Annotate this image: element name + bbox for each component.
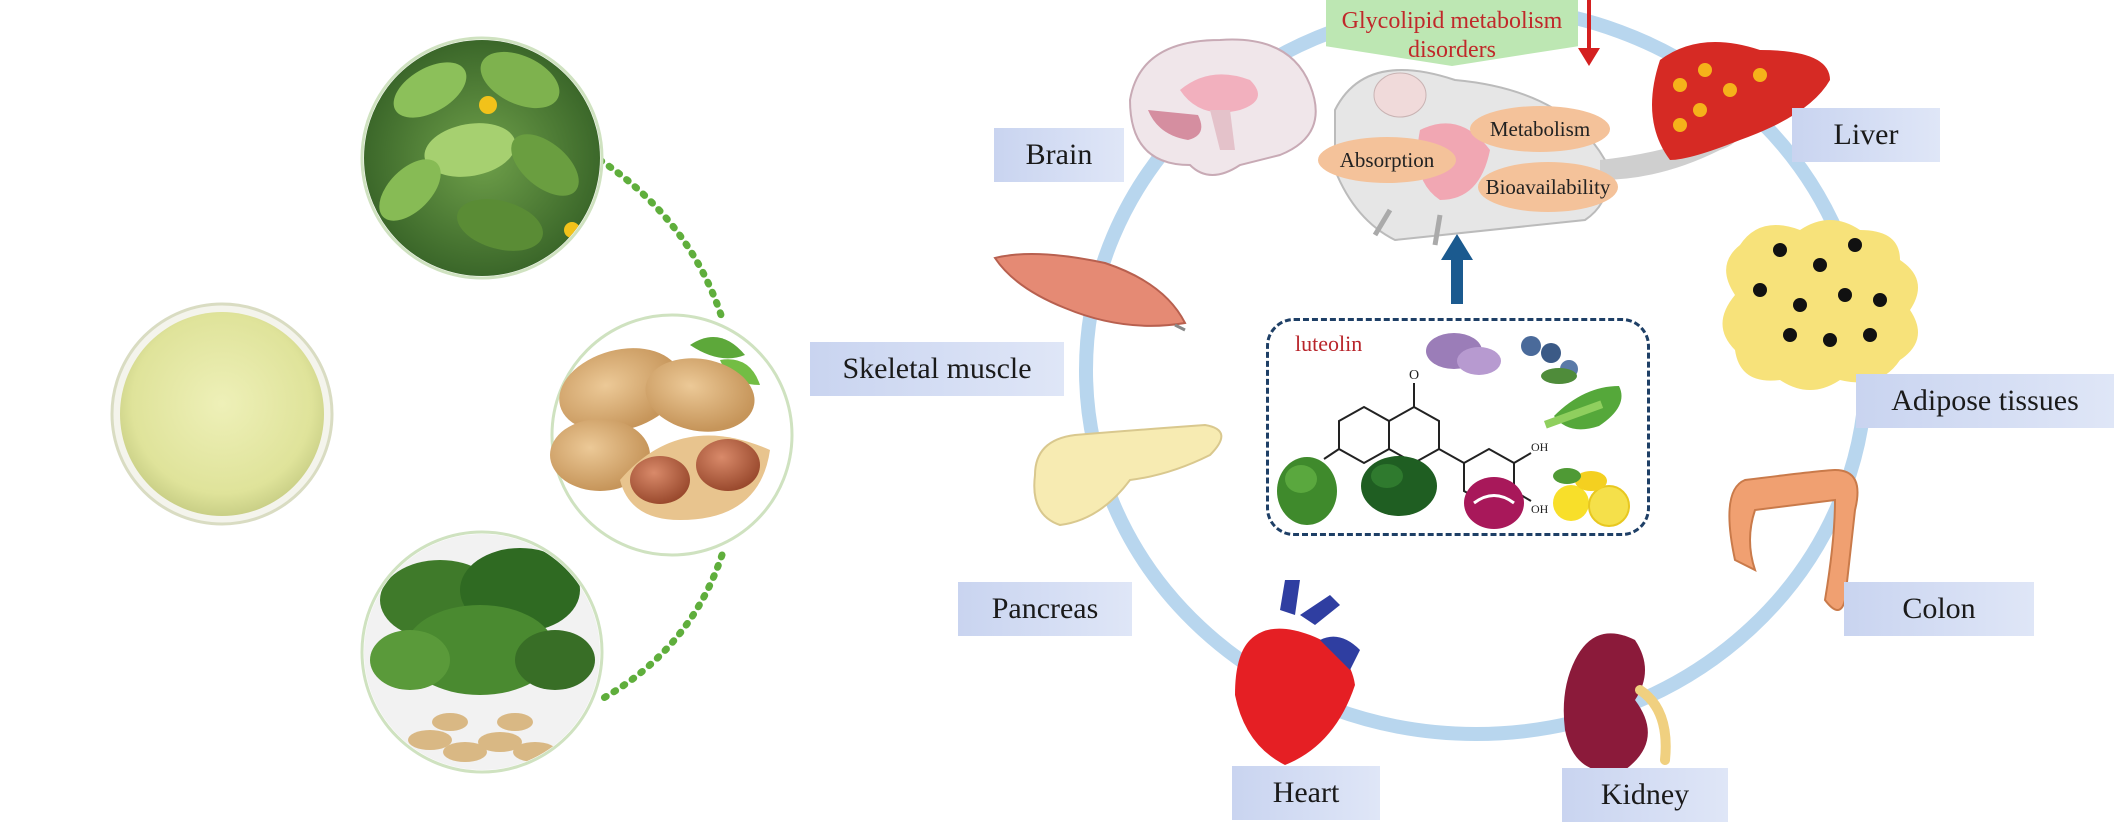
liver-icon xyxy=(1652,42,1830,160)
bioavailability-bubble: Bioavailability xyxy=(1478,162,1618,212)
luteolin-title: luteolin xyxy=(1295,331,1363,356)
celery-icon xyxy=(1544,386,1622,430)
radicchio-icon xyxy=(1464,477,1524,529)
absorption-bubble: Absorption xyxy=(1318,137,1456,183)
blue-up-arrow-icon xyxy=(1441,234,1473,304)
pancreas-label: Pancreas xyxy=(958,582,1132,636)
pancreas-icon xyxy=(1033,423,1223,527)
metabolism-bubble: Metabolism xyxy=(1470,106,1610,152)
colon-label: Colon xyxy=(1844,582,2034,636)
adipose-tissues-label: Adipose tissues xyxy=(1856,374,2114,428)
adipose-tissue-icon xyxy=(1722,220,1918,390)
carbonyl-o-label: O xyxy=(1409,368,1419,383)
liver-label: Liver xyxy=(1792,108,1940,162)
dotted-connector xyxy=(596,156,726,704)
lemon-icon xyxy=(1553,468,1630,527)
heart-icon xyxy=(1235,580,1360,765)
oh-top-label: OH xyxy=(1531,440,1549,454)
luteolin-molecule-icon xyxy=(1323,383,1532,507)
heart-label: Heart xyxy=(1232,766,1380,820)
skeletal-muscle-label: Skeletal muscle xyxy=(810,342,1064,396)
kidney-label: Kidney xyxy=(1562,768,1728,822)
luteolin-powder-dish xyxy=(110,302,334,526)
luteolin-structure-and-foods: O O HO OH OH xyxy=(1277,333,1630,529)
brain-icon xyxy=(1128,38,1317,176)
herb-flowers-icon xyxy=(1426,333,1501,375)
peanut-plant-image xyxy=(360,36,604,280)
peanut-sources-graphic xyxy=(110,36,794,774)
broccoli-icon xyxy=(1361,456,1437,516)
banner-line-1: Glycolipid metabolism xyxy=(1341,8,1563,34)
skeletal-muscle-icon xyxy=(993,253,1187,332)
peanut-plant-roots-image xyxy=(360,530,604,774)
berries-icon xyxy=(1521,336,1578,384)
luteolin-sources-box: luteolin O O HO OH OH xyxy=(1266,318,1650,536)
parsley-icon xyxy=(1277,457,1337,525)
brain-label: Brain xyxy=(994,128,1124,182)
red-down-arrow-icon xyxy=(1578,0,1600,66)
banner-line-2: disorders xyxy=(1408,37,1496,63)
peanut-image xyxy=(550,313,794,557)
kidney-icon xyxy=(1563,633,1671,772)
oh-bottom-label: OH xyxy=(1531,502,1549,516)
